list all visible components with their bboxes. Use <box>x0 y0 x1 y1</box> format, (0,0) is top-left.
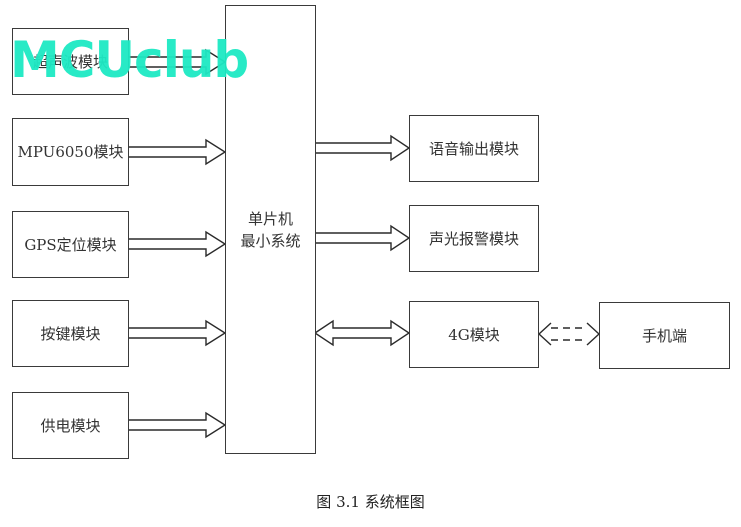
voice-output-module-box: 语音输出模块 <box>409 115 539 182</box>
arrow-mcu-4g-bidirectional <box>313 319 411 347</box>
mcu-label-line2: 最小系统 <box>240 231 301 250</box>
mpu6050-module-box: MPU6050模块 <box>12 118 129 186</box>
arrow-ultrasonic-to-mcu <box>127 48 227 76</box>
4g-module-box: 4G模块 <box>409 301 539 368</box>
alarm-module-label: 声光报警模块 <box>428 229 519 248</box>
arrow-mcu-to-alarm <box>314 224 411 252</box>
mcu-system-box: 单片机 最小系统 <box>225 5 316 454</box>
arrow-mcu-to-voice <box>314 134 411 162</box>
mpu6050-module-label: MPU6050模块 <box>17 143 124 161</box>
ultrasonic-module-box: 超声波模块 <box>12 28 129 95</box>
power-module-box: 供电模块 <box>12 392 129 459</box>
phone-client-label: 手机端 <box>641 326 687 345</box>
gps-module-box: GPS定位模块 <box>12 211 129 278</box>
keys-module-label: 按键模块 <box>40 324 101 343</box>
keys-module-box: 按键模块 <box>12 300 129 367</box>
gps-module-label: GPS定位模块 <box>24 235 117 254</box>
figure-caption: 图 3.1 系统框图 <box>316 493 425 511</box>
power-module-label: 供电模块 <box>40 416 101 435</box>
mcu-label-line1: 单片机 <box>247 209 293 228</box>
arrow-keys-to-mcu <box>127 319 227 347</box>
ultrasonic-module-label: 超声波模块 <box>32 52 108 71</box>
dashed-link-4g-phone <box>537 322 601 346</box>
voice-output-module-label: 语音输出模块 <box>428 139 519 158</box>
arrow-power-to-mcu <box>127 411 227 439</box>
arrow-mpu6050-to-mcu <box>127 138 227 166</box>
alarm-module-box: 声光报警模块 <box>409 205 539 272</box>
4g-module-label: 4G模块 <box>448 325 500 344</box>
arrow-gps-to-mcu <box>127 230 227 258</box>
phone-client-box: 手机端 <box>599 302 730 369</box>
